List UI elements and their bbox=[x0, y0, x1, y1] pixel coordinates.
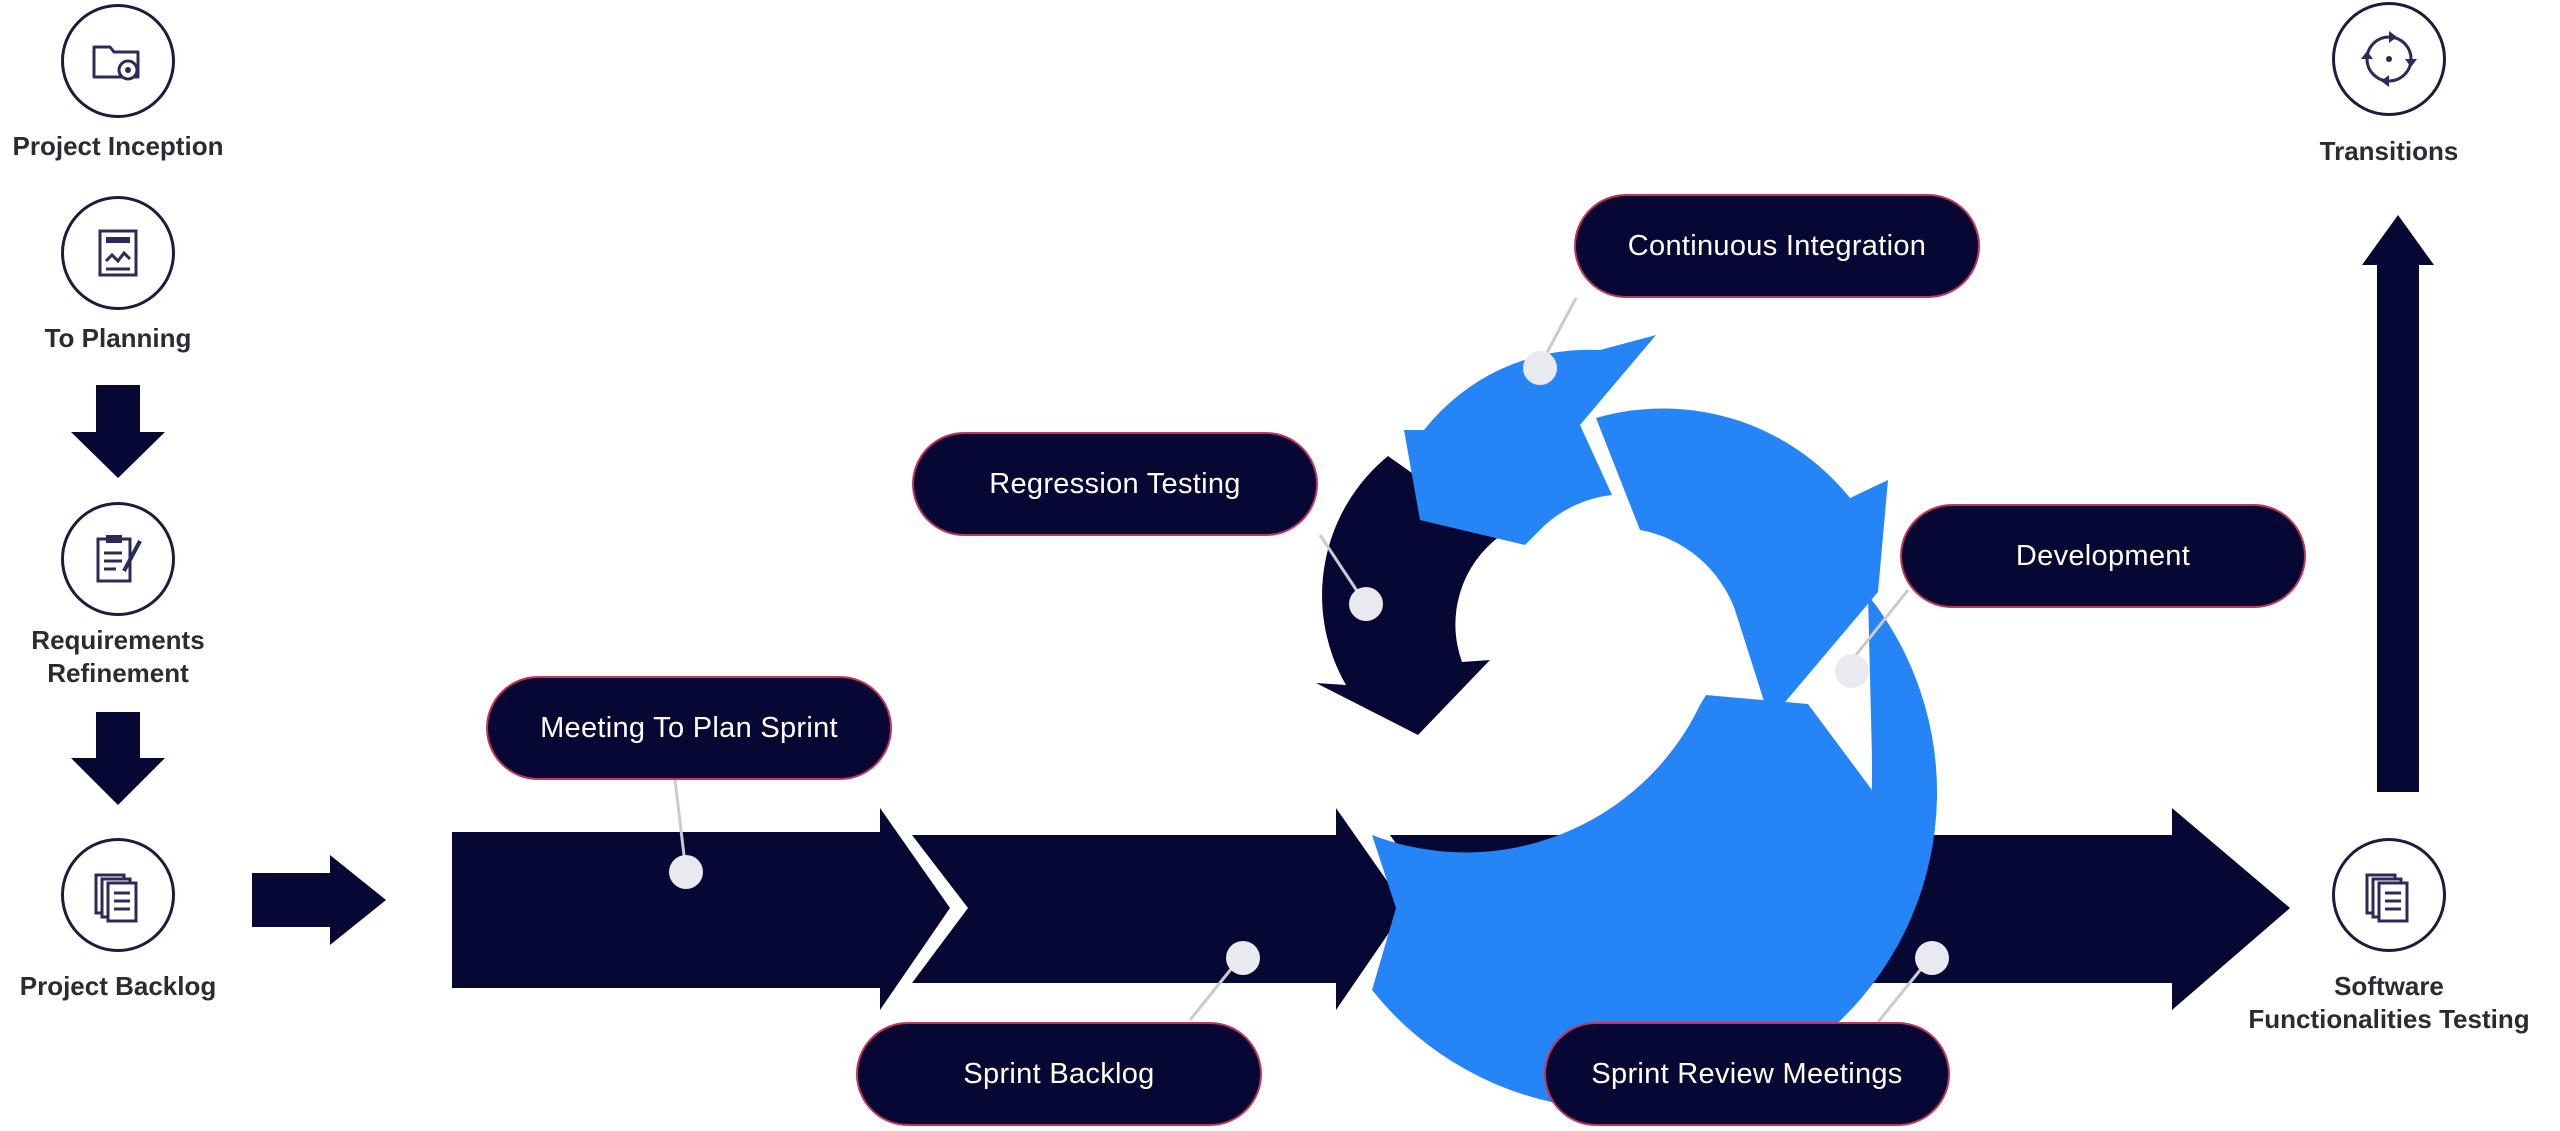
document-stack-icon bbox=[94, 873, 138, 923]
callout-development: Development bbox=[1900, 504, 2306, 608]
to-planning-label: To Planning bbox=[44, 323, 192, 353]
folder-bug-icon bbox=[92, 45, 140, 81]
down-arrow-2 bbox=[71, 712, 165, 805]
project-inception-label: Project Inception bbox=[12, 131, 224, 161]
cycle-arrow-integration bbox=[1404, 335, 1656, 545]
connector-dot-meeting bbox=[669, 855, 703, 889]
connector-dot-sprint-backlog bbox=[1226, 941, 1260, 975]
project-inception-icon bbox=[61, 4, 175, 118]
transitions-label: Transitions bbox=[2319, 136, 2459, 166]
callout-regression-testing: Regression Testing bbox=[912, 432, 1318, 536]
requirements-refinement-label: Requirements Refinement bbox=[31, 625, 205, 688]
up-arrow bbox=[2362, 215, 2434, 792]
cycle-arrows-icon bbox=[2361, 31, 2417, 87]
document-stack-icon bbox=[2365, 873, 2409, 923]
callout-continuous-integration: Continuous Integration bbox=[1574, 194, 1980, 298]
connector-integration bbox=[1540, 297, 1578, 363]
down-arrow-1 bbox=[71, 385, 165, 478]
callout-sprint-review-meetings-label: Sprint Review Meetings bbox=[1591, 1057, 1903, 1090]
connector-dot-review bbox=[1915, 941, 1949, 975]
connector-dot-regression bbox=[1349, 587, 1383, 621]
track-segment-1 bbox=[452, 808, 950, 1010]
transitions-icon bbox=[2332, 2, 2446, 116]
callout-sprint-review-meetings: Sprint Review Meetings bbox=[1544, 1022, 1950, 1126]
connector-dot-development bbox=[1835, 654, 1869, 688]
callout-meeting-to-plan-sprint: Meeting To Plan Sprint bbox=[486, 676, 892, 780]
callout-regression-testing-label: Regression Testing bbox=[989, 467, 1241, 500]
callout-meeting-to-plan-sprint-label: Meeting To Plan Sprint bbox=[540, 711, 838, 744]
planning-board-icon bbox=[98, 229, 138, 277]
connector-development bbox=[1850, 589, 1910, 661]
requirements-refinement-icon bbox=[61, 502, 175, 616]
callout-continuous-integration-label: Continuous Integration bbox=[1627, 229, 1927, 262]
connector-dot-integration bbox=[1523, 351, 1557, 385]
to-planning-icon bbox=[61, 196, 175, 310]
cycle-arrow-development bbox=[1596, 408, 1888, 720]
callout-sprint-backlog: Sprint Backlog bbox=[856, 1022, 1262, 1126]
project-backlog-label: Project Backlog bbox=[19, 971, 217, 1001]
software-testing-label: Software Functionalities Testing bbox=[2248, 971, 2530, 1034]
software-testing-icon bbox=[2332, 838, 2446, 952]
clipboard-pen-icon bbox=[96, 535, 142, 583]
track-segment-2 bbox=[912, 808, 1406, 1010]
right-arrow-small bbox=[252, 855, 386, 945]
callout-development-label: Development bbox=[2015, 539, 2191, 572]
project-backlog-icon bbox=[61, 838, 175, 952]
callout-sprint-backlog-label: Sprint Backlog bbox=[963, 1057, 1155, 1090]
cycle-arrow-sprint bbox=[1372, 595, 1938, 1110]
